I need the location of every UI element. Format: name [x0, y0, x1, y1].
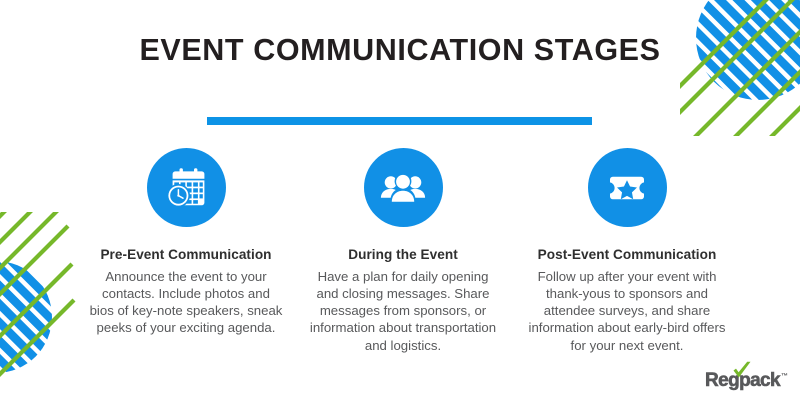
calendar-clock-icon	[166, 167, 205, 207]
stage-body: Follow up after your event with thank-yo…	[528, 269, 726, 353]
ticket-star-icon	[610, 176, 644, 199]
stage-heading: Post-Event Communication	[537, 247, 717, 262]
stage-icon-circle-pre-event	[146, 148, 226, 227]
logo-trademark: ™	[781, 373, 788, 380]
title-block: EVENT COMMUNICATION STAGES	[0, 31, 800, 70]
stage-columns: Pre-Event Communication Announce the eve…	[0, 148, 800, 354]
regpack-logo: Regpack ™	[704, 361, 788, 392]
stage-icon-circle-post-event	[587, 148, 667, 227]
stage-heading: During the Event	[348, 247, 458, 262]
green-check-icon	[733, 361, 751, 378]
stage-icon-circle-during-event	[363, 148, 443, 227]
page-title: EVENT COMMUNICATION STAGES	[139, 33, 661, 67]
stage-column-during-event: During the Event Have a plan for daily o…	[297, 148, 509, 354]
title-underline-bar	[207, 117, 592, 125]
logo-wordmark: Regpack	[704, 370, 781, 392]
stage-body: Announce the event to your contacts. Inc…	[89, 269, 283, 336]
stage-column-pre-event: Pre-Event Communication Announce the eve…	[80, 148, 292, 354]
stage-body: Have a plan for daily opening and closin…	[309, 269, 497, 353]
people-group-icon	[380, 172, 426, 202]
stage-column-post-event: Post-Event Communication Follow up after…	[521, 148, 733, 354]
stage-heading: Pre-Event Communication	[100, 247, 272, 262]
